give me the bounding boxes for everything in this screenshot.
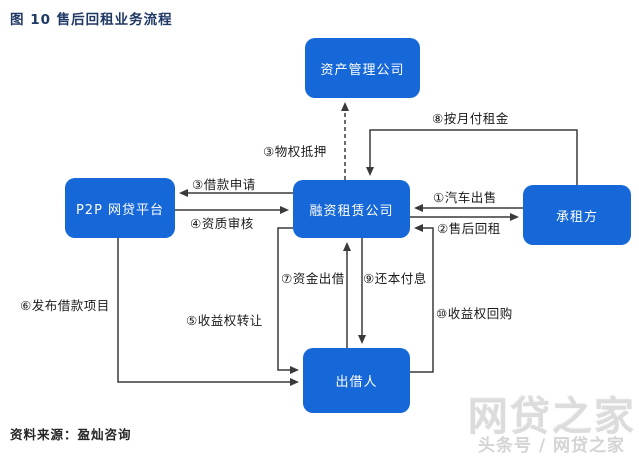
watermark-byline: 头条号 / 网贷之家 (478, 436, 626, 456)
node-lender: 出借人 (303, 348, 410, 413)
edge-label-pledge: ③物权抵押 (263, 144, 327, 159)
edge-rights-transfer-line (277, 227, 299, 374)
edge-publish-project-line (117, 238, 299, 386)
edge-rights-repurchase-line (410, 224, 434, 373)
edge-label-leaseback: ②售后回租 (437, 221, 501, 236)
edge-label-rights-repurchase: ⑩收益权回购 (436, 306, 513, 321)
edge-label-rights-transfer: ⑤收益权转让 (186, 313, 263, 328)
edge-monthly-rent-line (366, 129, 578, 185)
edge-label-monthly-rent: ⑧按月付租金 (432, 111, 509, 126)
figure-title: 图 10 售后回租业务流程 (10, 12, 173, 28)
node-p2p-lending-platform: P2P 网贷平台 (65, 178, 175, 238)
node-lender-label: 出借人 (335, 375, 378, 390)
node-p2p-label: P2P 网贷平台 (75, 202, 165, 218)
edge-label-loan-apply: ③借款申请 (192, 177, 256, 192)
node-lessee: 承租方 (523, 185, 631, 245)
edge-label-repay: ⑨还本付息 (363, 271, 427, 286)
node-lessee-label: 承租方 (555, 209, 598, 225)
source-note: 资料来源：盈灿咨询 (10, 427, 132, 442)
node-asset-management-label: 资产管理公司 (320, 62, 405, 78)
edge-label-car-sale: ①汽车出售 (433, 190, 497, 205)
watermark-logo-text: 网贷之家 (468, 394, 636, 440)
edge-label-qualification: ④资质审核 (190, 216, 254, 231)
node-asset-management-company: 资产管理公司 (305, 38, 420, 98)
node-finance-leasing-company: 融资租赁公司 (293, 180, 410, 238)
node-leasing-label: 融资租赁公司 (309, 203, 394, 219)
edge-label-fund-lend: ⑦资金出借 (281, 271, 345, 286)
edge-label-publish-project: ⑥发布借款项目 (20, 298, 110, 313)
